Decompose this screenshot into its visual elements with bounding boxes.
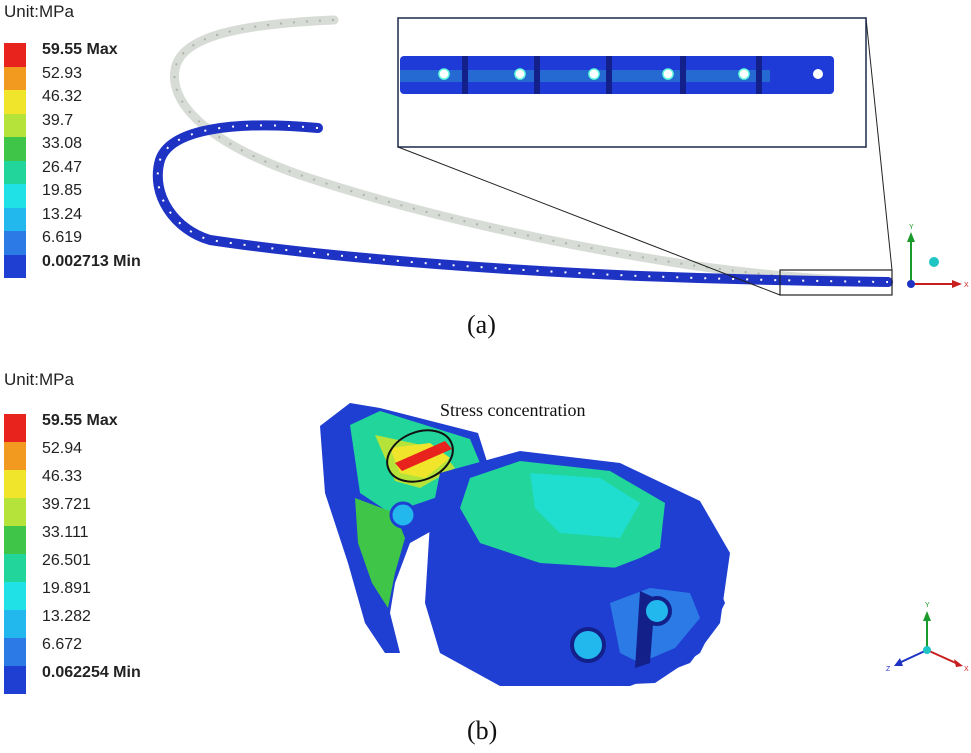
legend-swatch	[4, 638, 26, 666]
caption-a: (a)	[467, 310, 496, 339]
legend-swatch	[4, 498, 26, 526]
stress-concentration-ellipse	[386, 429, 454, 483]
legend-label: 59.55 Max	[42, 412, 118, 429]
legend-label: 0.062254 Min	[42, 664, 141, 681]
unit-label-a: Unit:MPa	[4, 2, 74, 21]
legend-swatch	[4, 137, 26, 161]
legend-swatch	[4, 66, 26, 90]
legend-swatch	[4, 184, 26, 208]
stress-concentration-label: Stress concentration	[440, 400, 586, 420]
legend-label: 26.47	[42, 158, 83, 176]
axis-label-x-b: X	[964, 666, 969, 673]
legend-label: 26.501	[42, 552, 91, 569]
axis-label-x-a: X	[964, 282, 969, 289]
legend-label: 13.282	[42, 608, 91, 625]
legend-label: 33.111	[42, 524, 89, 541]
legend-label: 6.619	[42, 229, 83, 246]
axis-label-z-b: Z	[886, 666, 891, 673]
legend-swatch	[4, 113, 26, 137]
undeformed-chain	[169, 15, 885, 287]
deformed-chain	[152, 120, 893, 287]
legend-swatch	[4, 554, 26, 582]
legend-label: 46.33	[42, 468, 83, 485]
legend-label: 19.85	[42, 182, 83, 199]
legend-swatch	[4, 160, 26, 184]
caption-b: (b)	[467, 716, 498, 745]
legend-label: 13.24	[42, 205, 83, 223]
legend-label: 6.672	[42, 636, 83, 653]
legend-label: 59.55 Max	[42, 41, 118, 58]
legend-label: 39.721	[42, 496, 91, 513]
legend-label: 46.32	[42, 88, 83, 105]
unit-label-b: Unit:MPa	[4, 370, 74, 389]
zoom-region	[779, 269, 893, 296]
legend-swatch	[4, 43, 26, 67]
legend-swatch	[4, 90, 26, 114]
legend-label: 19.891	[42, 580, 91, 597]
legend-label: 39.7	[42, 111, 74, 129]
legend-swatch	[4, 666, 26, 694]
legend-label: 33.08	[42, 135, 83, 152]
deformed-chain-view: Y X	[152, 15, 969, 296]
legend-label: 52.93	[42, 64, 83, 82]
legend-swatch	[4, 231, 26, 255]
legend-swatch	[4, 207, 26, 231]
axis-triad-b: Y X Z	[886, 602, 969, 673]
legend-swatch	[4, 470, 26, 498]
chain-link-3d-view: Y X Z	[320, 403, 969, 686]
legend-swatch	[4, 414, 26, 442]
deformed-chain-holes	[156, 124, 889, 283]
legend-label: 0.002713 Min	[42, 252, 141, 270]
inset-chain-links	[400, 56, 834, 94]
axis-label-y-a: Y	[909, 224, 914, 231]
legend-swatch	[4, 442, 26, 470]
legend-label: 52.94	[42, 440, 83, 457]
legend-swatch	[4, 610, 26, 638]
legend-swatch	[4, 254, 26, 278]
legend-swatch	[4, 582, 26, 610]
axis-triad-a: Y X	[907, 224, 969, 289]
axis-label-y-b: Y	[925, 602, 930, 609]
legend-swatch	[4, 526, 26, 554]
